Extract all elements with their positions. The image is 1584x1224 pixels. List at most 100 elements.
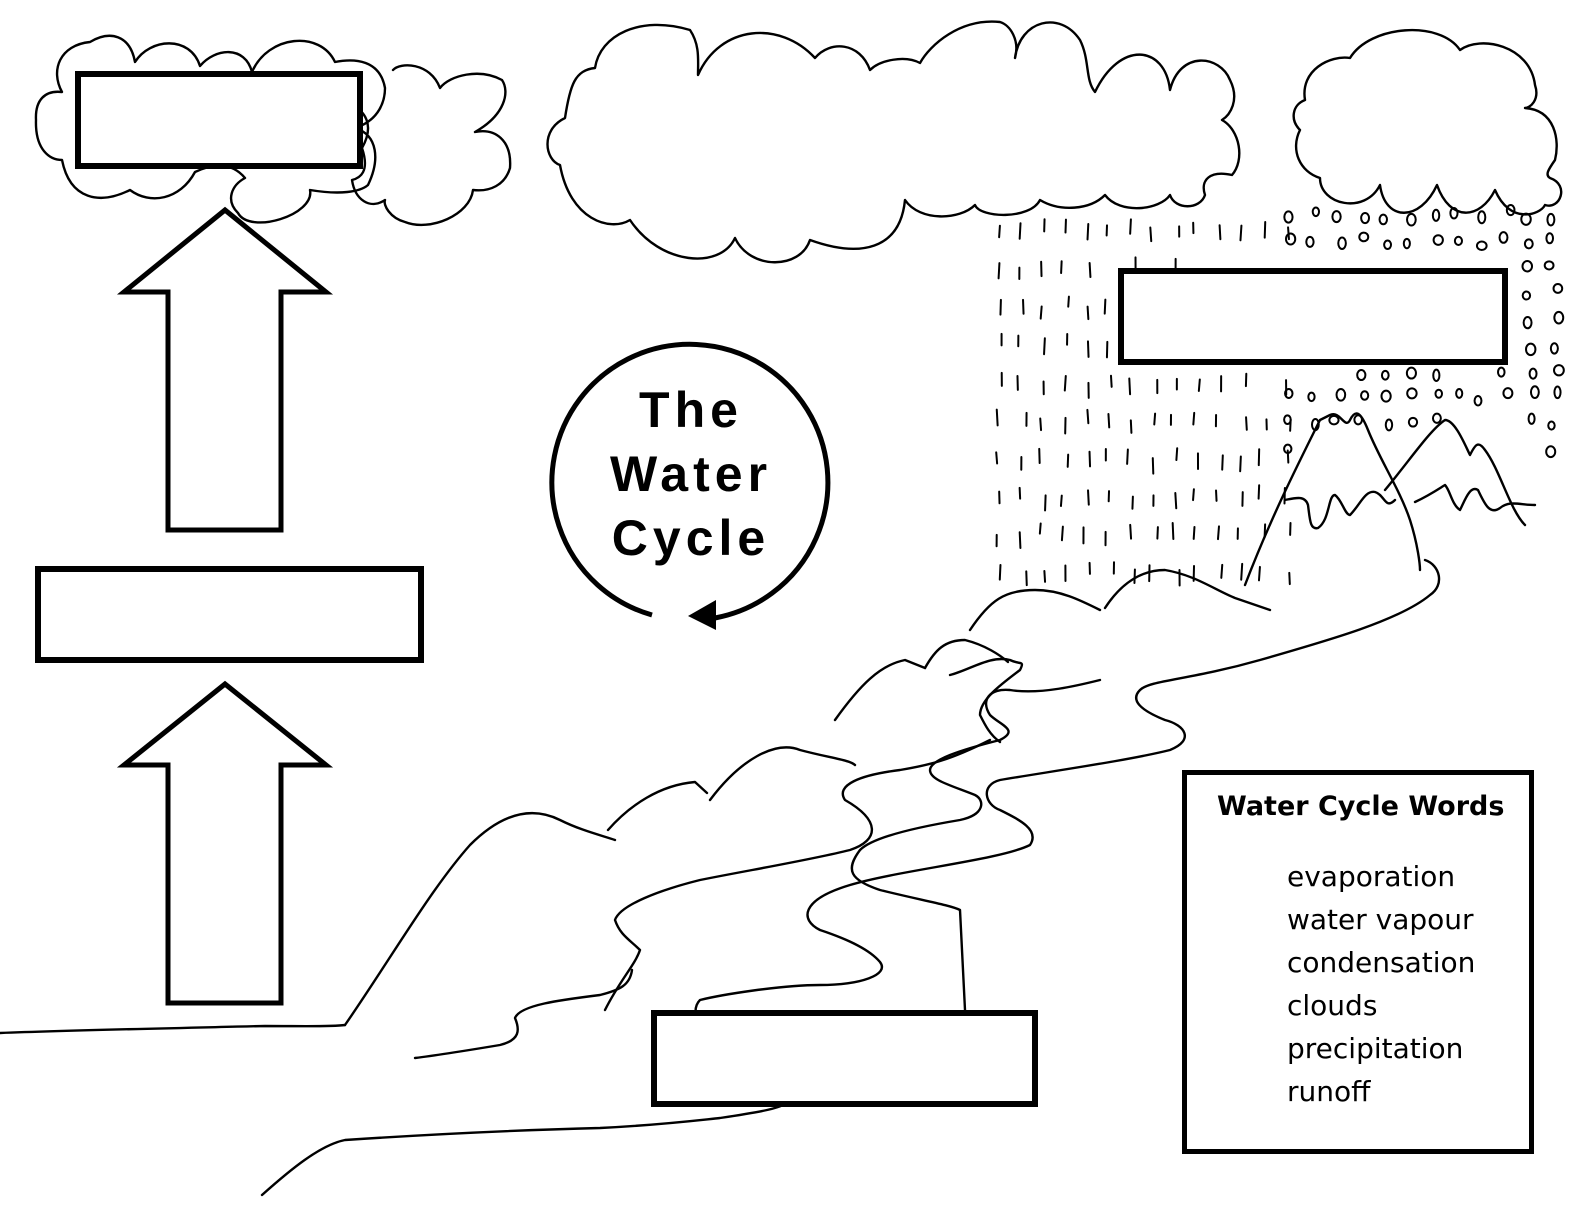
rain-drop xyxy=(1088,261,1092,279)
rain-drop xyxy=(1086,408,1090,425)
word-bank-item: water vapour xyxy=(1287,903,1474,936)
title-line: The xyxy=(639,382,743,438)
rain-drop xyxy=(1288,571,1291,586)
snow-flake xyxy=(1525,342,1537,357)
snow-flake xyxy=(1546,212,1556,227)
snow-flake xyxy=(1521,290,1532,301)
snow-flake xyxy=(1431,412,1442,424)
rain-drop xyxy=(1038,522,1042,535)
rain-drop xyxy=(1129,523,1133,540)
snow-flake xyxy=(1307,391,1316,403)
snow-flake xyxy=(1523,238,1534,250)
middle-cloud xyxy=(546,20,1241,264)
rain-drop xyxy=(997,262,1001,280)
snow-flake xyxy=(1331,210,1342,224)
snow-flake xyxy=(1356,368,1367,382)
left-cloud xyxy=(34,34,512,227)
snow-flake xyxy=(1434,388,1443,399)
snow-flake xyxy=(1545,232,1555,245)
snow-flake xyxy=(1328,414,1340,426)
rain-drop xyxy=(1063,374,1067,392)
rain-drop xyxy=(1192,488,1195,502)
cloud-label-box[interactable] xyxy=(75,71,363,169)
snow-flake xyxy=(1407,416,1419,428)
rain-drop xyxy=(1215,489,1218,502)
middle-label-input[interactable] xyxy=(41,572,422,659)
snowy-mountains xyxy=(1243,412,1537,587)
snow-flake xyxy=(1380,389,1392,403)
snow-flake xyxy=(1360,390,1370,401)
snow-flake xyxy=(1405,366,1417,380)
rain-drop xyxy=(1086,340,1090,358)
snow-flake xyxy=(1380,369,1390,381)
snow-flake xyxy=(1402,237,1411,250)
snow-flake xyxy=(1529,385,1540,400)
rain-drop xyxy=(1263,220,1267,239)
snow-flake xyxy=(1406,212,1417,227)
rain-drop xyxy=(1022,298,1025,315)
up-arrow-icon-bottom xyxy=(116,680,334,1006)
title-line: Cycle xyxy=(611,510,771,566)
snow-flake xyxy=(1505,203,1516,217)
word-bank-item: condensation xyxy=(1287,946,1476,979)
rain-drop xyxy=(1109,374,1113,388)
snow-flake xyxy=(1337,236,1347,250)
rain-drop xyxy=(995,408,999,427)
rain-drop xyxy=(1245,416,1248,431)
rain-drop xyxy=(1221,454,1224,471)
snow-flake xyxy=(1305,235,1315,248)
precipitation-label-input[interactable] xyxy=(1124,274,1506,361)
rain-drop xyxy=(1257,565,1261,582)
rain-drop xyxy=(1151,457,1155,475)
rain-drop xyxy=(1129,419,1133,434)
snow-flake xyxy=(1432,234,1444,246)
cloud-label-input[interactable] xyxy=(81,77,361,165)
rain-drop xyxy=(1043,337,1046,356)
rain-drop xyxy=(998,563,1002,581)
rain-drop xyxy=(1059,494,1063,507)
snow-flake xyxy=(1521,260,1534,273)
rain-drop xyxy=(998,224,1001,239)
rain-drop xyxy=(995,451,999,465)
rain-drop xyxy=(1018,531,1022,550)
rain-drop xyxy=(1043,569,1047,583)
runoff-label-box[interactable] xyxy=(651,1010,1038,1107)
rain-drop xyxy=(1153,412,1157,426)
rain-drop xyxy=(1060,525,1064,542)
rain-drop xyxy=(1088,450,1092,468)
snow-flake xyxy=(1431,208,1441,222)
snow-flake xyxy=(1553,364,1565,377)
rain-drop xyxy=(1175,447,1179,462)
rain-drop xyxy=(1149,226,1153,243)
word-bank-list: evaporation water vapour condensation cl… xyxy=(1287,855,1475,1113)
rain-drop xyxy=(1129,218,1132,235)
rain-drop xyxy=(1257,484,1261,500)
precipitation-label-box[interactable] xyxy=(1118,268,1508,365)
runoff-label-input[interactable] xyxy=(657,1016,1036,1103)
hills xyxy=(0,568,1272,1035)
rain-drops xyxy=(995,218,1292,587)
snow-flake xyxy=(1283,414,1292,425)
rain-drop xyxy=(1086,305,1090,321)
word-bank-item: runoff xyxy=(1287,1075,1371,1108)
rain-drop xyxy=(1239,224,1243,242)
word-bank-item: evaporation xyxy=(1287,860,1456,893)
word-bank-title: Water Cycle Words xyxy=(1217,791,1505,822)
snow-flake xyxy=(1453,235,1464,246)
snow-flake xyxy=(1522,316,1533,330)
snow-flake xyxy=(1552,283,1564,294)
up-arrow-icon-top xyxy=(116,206,334,533)
snow-flake xyxy=(1406,387,1418,400)
rain-drop xyxy=(1126,448,1129,465)
snow-flake xyxy=(1335,387,1347,402)
snow-flake xyxy=(1547,420,1556,431)
snow-flake xyxy=(1553,310,1565,325)
rain-drop xyxy=(1240,562,1244,581)
snow-flake xyxy=(1520,212,1532,226)
snow-flake xyxy=(1545,445,1557,459)
rain-drop xyxy=(1239,455,1242,473)
rain-drop xyxy=(1039,417,1043,432)
snow-flake xyxy=(1543,260,1555,271)
middle-label-box[interactable] xyxy=(35,566,424,663)
snow-flake xyxy=(1378,213,1388,226)
